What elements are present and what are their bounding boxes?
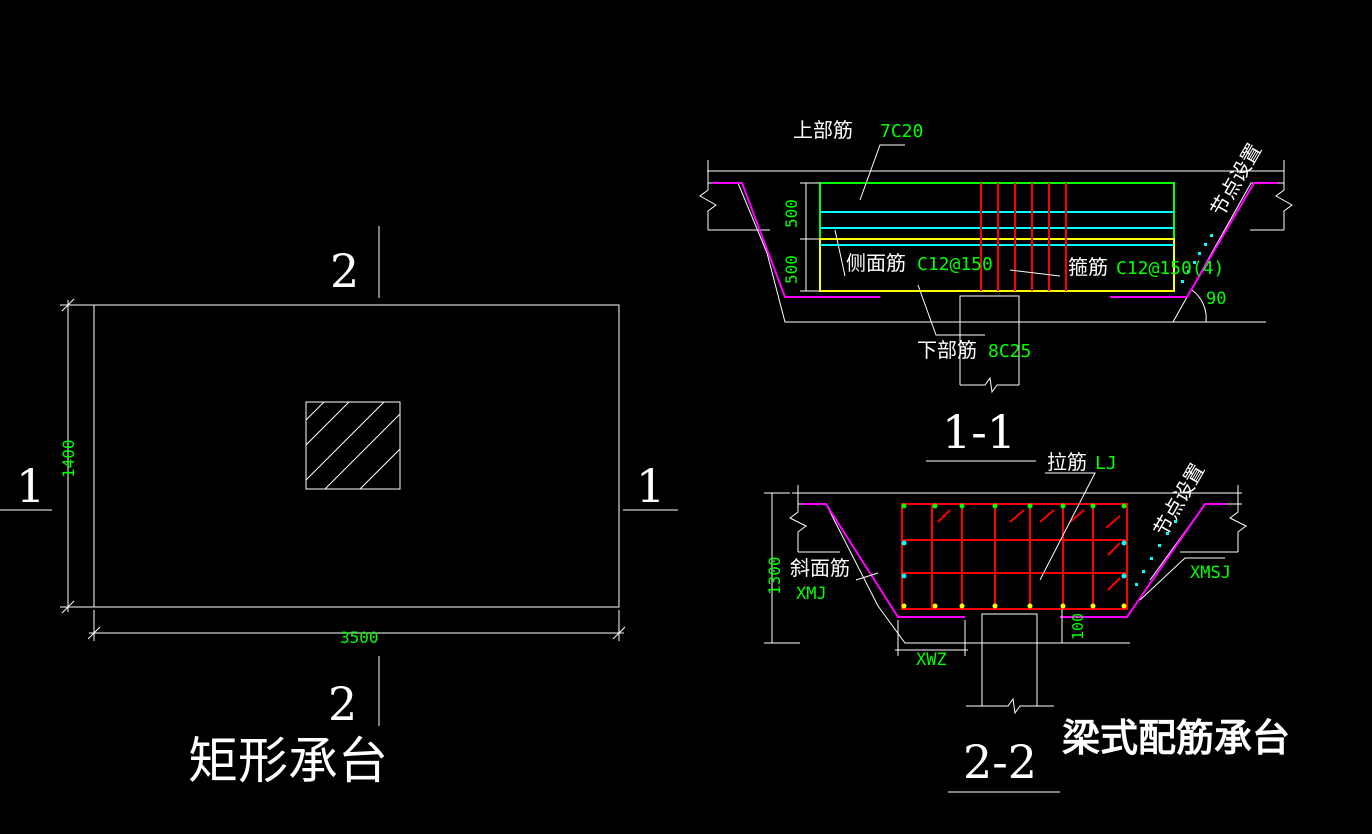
bottom-bar-value: 8C25: [988, 341, 1031, 362]
dim-500-upper: 500: [782, 199, 801, 228]
section-label-1-1: 1-1: [942, 405, 1016, 459]
stirrup-label: 箍筋: [1068, 255, 1108, 279]
caption-beam-cap: 梁式配筋承台: [1062, 716, 1290, 760]
top-bar-value: 7C20: [880, 121, 923, 142]
section-label-2-2: 2-2: [963, 735, 1037, 789]
column-hatch: [305, 401, 401, 490]
plan-title: 矩形承台: [188, 732, 388, 790]
dim-1300: 1300: [765, 556, 784, 595]
tie-label: 拉筋: [1047, 450, 1087, 474]
section-mark-1-left: 1: [16, 459, 45, 513]
slope-value: XMJ: [796, 584, 827, 604]
dim-height-text: 1400: [59, 439, 78, 478]
dim-100: 100: [1069, 613, 1087, 640]
section-mark-1-right: 1: [636, 459, 665, 513]
node-setting-2: 节点设置: [1149, 459, 1210, 540]
section-mark-2-bottom: 2: [328, 677, 357, 731]
side-bar-value: C12@150: [917, 254, 993, 275]
dim-horizontal: [87, 610, 626, 641]
bottom-bar-label: 下部筋: [917, 338, 977, 362]
side-bar-label: 侧面筋: [846, 251, 906, 275]
xwz-label: XWZ: [916, 650, 947, 670]
plan-view: 2 2 1 1 1400 3500 矩形承台: [0, 226, 678, 790]
dim-width-text: 3500: [340, 628, 379, 647]
slope-right-value: XMSJ: [1190, 563, 1231, 583]
dim-500-lower: 500: [782, 255, 801, 284]
angle-text: 90: [1206, 289, 1226, 309]
pile-cap-outline: [93, 304, 620, 608]
stirrup-value: C12@150(4): [1116, 258, 1224, 279]
top-bar-label: 上部筋: [793, 118, 853, 142]
section-mark-2-top: 2: [330, 244, 359, 298]
node-setting-1: 节点设置: [1206, 139, 1267, 220]
tie-value: LJ: [1095, 453, 1117, 474]
section-1-1: 90 500 500 上部筋 7C20 侧面筋 C12@150 箍筋 C12@1…: [699, 118, 1293, 462]
slope-label: 斜面筋: [790, 556, 850, 580]
dim-vertical: [60, 298, 94, 614]
